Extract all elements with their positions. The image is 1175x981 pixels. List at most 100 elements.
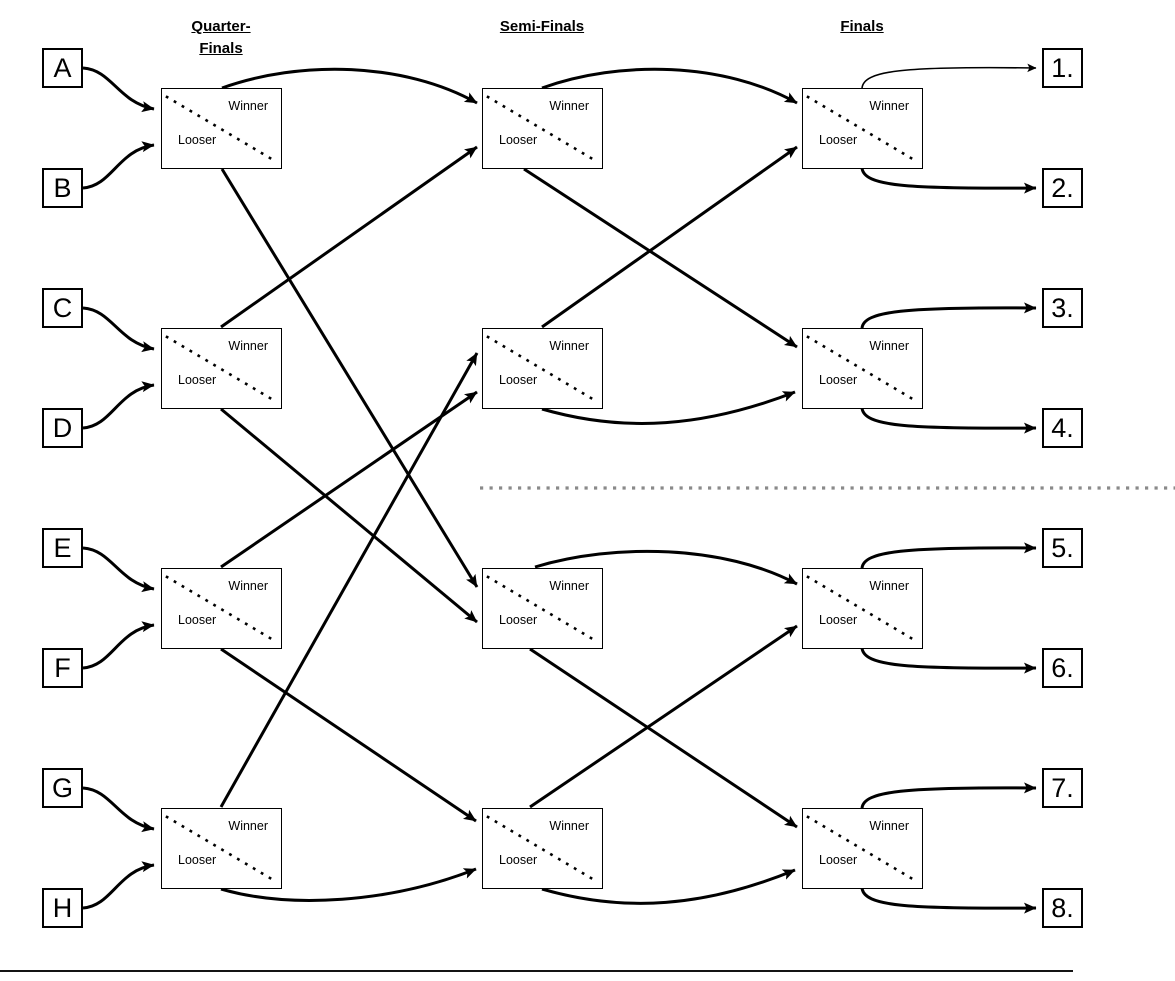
arrow-sf4-winner-to-f3 <box>529 624 798 809</box>
arrow-f3-winner-to-place-5 <box>860 542 1037 569</box>
placement-box-1-label: 1. <box>1051 52 1074 83</box>
column-header-semi-finals: Semi-Finals <box>499 18 585 35</box>
winner-label: Winner <box>869 339 909 353</box>
placement-box-4-label: 4. <box>1051 412 1074 443</box>
placement-box-6: 6. <box>1042 648 1083 688</box>
entrant-box-e: E <box>42 528 83 568</box>
entrant-box-g: G <box>42 768 83 808</box>
arrow-sf2-winner-to-f1 <box>541 145 798 329</box>
looser-label: Looser <box>178 133 217 147</box>
looser-label: Looser <box>178 613 217 627</box>
looser-label: Looser <box>178 853 217 867</box>
arrow-f1-winner-to-place-1 <box>861 63 1037 89</box>
arrow-c-to-qf2 <box>82 306 155 353</box>
entrant-box-c: C <box>42 288 83 328</box>
placement-box-6-label: 6. <box>1051 652 1074 683</box>
arrow-e-to-qf3 <box>82 546 155 593</box>
looser-label: Looser <box>499 373 538 387</box>
arrow-sf1-winner-to-f1 <box>541 67 798 105</box>
placement-box-3-label: 3. <box>1051 292 1074 323</box>
placement-box-7-label: 7. <box>1051 772 1074 803</box>
arrow-qf4-looser-to-sf4 <box>220 867 477 902</box>
entrant-box-g-label: G <box>51 772 73 803</box>
arrow-d-to-qf2 <box>82 381 155 430</box>
arrow-qf2-looser-to-sf3 <box>220 407 478 624</box>
placement-box-1: 1. <box>1042 48 1083 88</box>
winner-label: Winner <box>228 579 268 593</box>
entrant-box-a: A <box>42 48 83 88</box>
entrant-box-b: B <box>42 168 83 208</box>
arrow-sf4-looser-to-f4 <box>541 868 796 905</box>
looser-label: Looser <box>178 373 217 387</box>
placement-box-7: 7. <box>1042 768 1083 808</box>
entrant-box-f-label: F <box>54 652 71 683</box>
entrant-box-f: F <box>42 648 83 688</box>
winner-label: Winner <box>228 819 268 833</box>
arrow-sf3-winner-to-f3 <box>534 549 798 586</box>
entrant-box-d-label: D <box>52 412 73 443</box>
looser-label: Looser <box>819 133 858 147</box>
looser-label: Looser <box>819 373 858 387</box>
placement-box-2: 2. <box>1042 168 1083 208</box>
arrow-a-to-qf1 <box>82 66 155 113</box>
placement-box-2-label: 2. <box>1051 172 1074 203</box>
winner-label: Winner <box>869 819 909 833</box>
entrant-box-h: H <box>42 888 83 928</box>
placement-box-5-label: 5. <box>1051 532 1074 563</box>
column-header-finals: Finals <box>840 18 884 35</box>
arrow-f4-looser-to-place-8 <box>860 887 1037 914</box>
winner-label: Winner <box>869 579 909 593</box>
arrow-qf1-looser-to-sf3 <box>220 168 479 588</box>
winner-label: Winner <box>228 339 268 353</box>
winner-label: Winner <box>549 819 589 833</box>
arrow-f2-winner-to-place-3 <box>860 302 1037 329</box>
arrow-sf3-looser-to-f4 <box>529 647 798 829</box>
arrow-f3-looser-to-place-6 <box>860 647 1037 674</box>
winner-label: Winner <box>549 99 589 113</box>
arrow-qf3-winner-to-sf2 <box>220 390 478 569</box>
arrow-sf2-looser-to-f2 <box>541 390 796 425</box>
winner-label: Winner <box>869 99 909 113</box>
arrow-qf1-winner-to-sf1 <box>221 67 478 105</box>
arrow-f2-looser-to-place-4 <box>860 407 1037 434</box>
winner-label: Winner <box>549 339 589 353</box>
looser-label: Looser <box>819 613 858 627</box>
looser-label: Looser <box>499 853 538 867</box>
looser-label: Looser <box>819 853 858 867</box>
column-header-quarter-finals: Quarter-Finals <box>191 18 251 57</box>
arrow-h-to-qf4 <box>82 861 155 910</box>
looser-label: Looser <box>499 133 538 147</box>
winner-label: Winner <box>549 579 589 593</box>
arrow-f1-looser-to-place-2 <box>860 167 1037 194</box>
arrow-sf1-looser-to-f2 <box>523 167 798 349</box>
entrant-box-b-label: B <box>53 172 72 203</box>
entrant-box-h-label: H <box>52 892 73 923</box>
arrow-f4-winner-to-place-7 <box>860 782 1037 809</box>
arrow-g-to-qf4 <box>82 786 155 833</box>
placement-box-8: 8. <box>1042 888 1083 928</box>
winner-label: Winner <box>228 99 268 113</box>
arrow-qf2-winner-to-sf1 <box>220 145 478 329</box>
placement-box-4: 4. <box>1042 408 1083 448</box>
placement-box-3: 3. <box>1042 288 1083 328</box>
arrow-qf3-looser-to-sf4 <box>220 647 477 823</box>
placement-box-8-label: 8. <box>1051 892 1074 923</box>
arrow-b-to-qf1 <box>82 141 155 190</box>
entrant-box-d: D <box>42 408 83 448</box>
entrant-box-a-label: A <box>53 52 72 83</box>
entrant-box-c-label: C <box>52 292 73 323</box>
arrow-qf4-winner-to-sf2 <box>219 352 479 808</box>
